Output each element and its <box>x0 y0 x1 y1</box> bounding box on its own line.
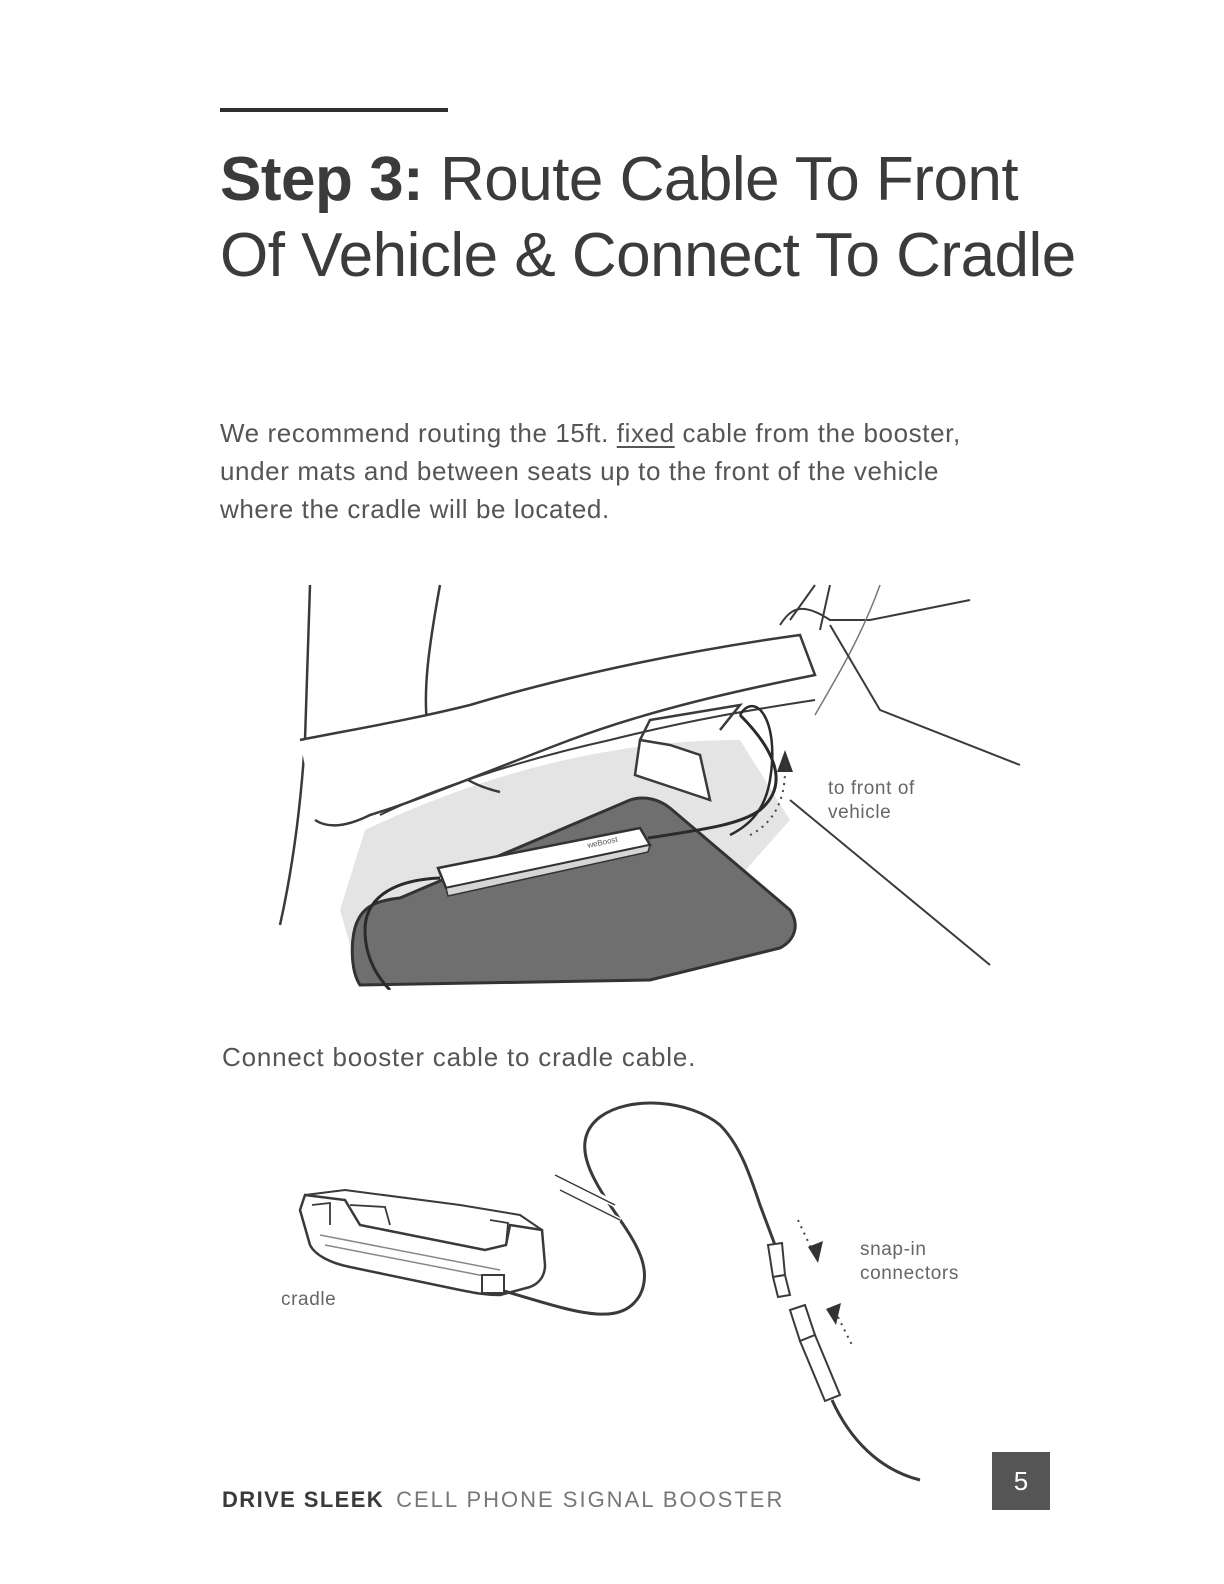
footer-subtitle: CELL PHONE SIGNAL BOOSTER <box>396 1487 785 1512</box>
intro-text-end: cable from the booster, under mats and b… <box>220 418 961 524</box>
booster-cable-left <box>363 876 441 990</box>
cable-route <box>729 704 774 837</box>
step-number: Step 3: <box>220 145 424 214</box>
booster-unit: weBoost <box>436 826 652 897</box>
page-title: Step 3: Route Cable To Front Of Vehicle … <box>220 142 1080 294</box>
cradle-label: cradle <box>281 1289 336 1310</box>
cable-routing-illustration: weBoost to front of vehicle <box>278 584 1021 990</box>
page-number: 5 <box>1013 1465 1029 1496</box>
footer-brand: DRIVE SLEEK <box>222 1487 385 1512</box>
booster-cable <box>830 1399 921 1482</box>
connector-label-line1: snap-in <box>860 1239 927 1260</box>
female-connector <box>788 1303 842 1403</box>
front-label-line2: vehicle <box>828 802 891 823</box>
cradle-connection-illustration: cradle snap-in connectors <box>281 1101 959 1482</box>
arrow-up-path <box>837 1316 853 1346</box>
door-line <box>814 584 881 716</box>
seat-lower-edge <box>379 699 816 816</box>
seat-rail <box>638 703 744 741</box>
seat-bracket <box>633 738 712 802</box>
arrow-up-head <box>826 1303 841 1325</box>
cradle-cable <box>503 1101 777 1316</box>
connect-instruction: Connect booster cable to cradle cable. <box>222 1042 697 1072</box>
intro-text-start: We recommend routing the 15ft. <box>220 418 617 448</box>
arrow-down-head <box>808 1241 823 1263</box>
arrow-down-path <box>797 1219 813 1251</box>
intro-paragraph: We recommend routing the 15ft. fixed cab… <box>220 414 1010 528</box>
seat-frame <box>779 584 971 631</box>
floor-edge-line <box>789 799 991 966</box>
connector-label-line2: connectors <box>860 1263 959 1284</box>
front-label-line1: to front of <box>828 778 915 799</box>
intro-underlined-word: fixed <box>616 418 675 448</box>
heading-rule <box>220 108 448 112</box>
male-connector <box>766 1241 792 1299</box>
page-number-badge: 5 <box>992 1452 1050 1510</box>
step-title: Route Cable To Front Of Vehicle & Connec… <box>220 145 1076 290</box>
route-arrow-head <box>777 750 793 772</box>
dashboard-line <box>829 624 1021 766</box>
cradle-drawing <box>298 1188 547 1297</box>
cable-break-marks <box>554 1174 621 1221</box>
page-footer: DRIVE SLEEK CELL PHONE SIGNAL BOOSTER <box>222 1487 784 1513</box>
floor-mat <box>350 796 797 987</box>
